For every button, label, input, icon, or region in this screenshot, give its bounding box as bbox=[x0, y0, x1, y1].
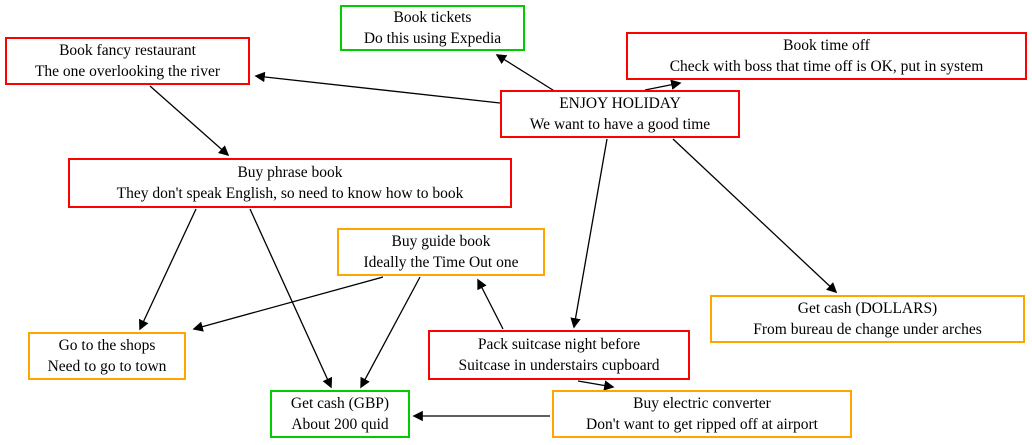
node-title: Book tickets bbox=[393, 9, 472, 26]
node-book-timeoff: Book time off Check with boss that time … bbox=[626, 32, 1027, 80]
node-book-tickets: Book tickets Do this using Expedia bbox=[340, 5, 525, 51]
node-subtitle: The one overlooking the river bbox=[34, 63, 221, 80]
edge-phrasebook-to-gbp bbox=[249, 208, 333, 389]
edge-phrasebook-to-shops bbox=[139, 208, 197, 331]
node-get-cash-dollars: Get cash (DOLLARS) From bureau de change… bbox=[710, 295, 1025, 343]
node-subtitle: Suitcase in understairs cupboard bbox=[458, 357, 660, 374]
edge-guidebook-to-gbp bbox=[360, 276, 421, 389]
node-pack-suitcase: Pack suitcase night before Suitcase in u… bbox=[428, 330, 690, 380]
node-buy-converter: Buy electric converter Don't want to get… bbox=[552, 390, 852, 438]
edge-enjoy-to-dollars bbox=[672, 138, 838, 294]
edge-enjoy-to-timeoff bbox=[644, 79, 682, 91]
node-subtitle: Ideally the Time Out one bbox=[363, 254, 519, 271]
node-title: Get cash (DOLLARS) bbox=[797, 300, 938, 317]
node-subtitle: Don't want to get ripped off at airport bbox=[586, 416, 818, 433]
node-enjoy-holiday: ENJOY HOLIDAY We want to have a good tim… bbox=[500, 90, 740, 138]
node-get-cash-gbp: Get cash (GBP) About 200 quid bbox=[270, 390, 410, 438]
edge-enjoy-to-suitcase bbox=[570, 138, 608, 329]
node-subtitle: We want to have a good time bbox=[529, 116, 711, 133]
edge-suitcase-to-converter bbox=[577, 380, 615, 391]
node-subtitle: Do this using Expedia bbox=[363, 30, 502, 47]
node-go-to-shops: Go to the shops Need to go to town bbox=[28, 332, 186, 380]
node-title: Get cash (GBP) bbox=[290, 395, 390, 412]
node-title: Buy electric converter bbox=[633, 395, 771, 412]
edge-enjoy-to-tickets bbox=[495, 54, 557, 93]
node-title: Book fancy restaurant bbox=[59, 42, 196, 59]
node-subtitle: From bureau de change under arches bbox=[753, 321, 982, 338]
edge-suitcase-to-guidebook bbox=[477, 278, 504, 330]
node-title: Book time off bbox=[783, 37, 870, 54]
node-title: Buy guide book bbox=[391, 233, 491, 250]
node-title: Buy phrase book bbox=[237, 164, 343, 181]
node-subtitle: They don't speak English, so need to kno… bbox=[116, 185, 464, 202]
node-subtitle: About 200 quid bbox=[291, 416, 389, 433]
node-buy-phrasebook: Buy phrase book They don't speak English… bbox=[68, 158, 512, 208]
node-buy-guidebook: Buy guide book Ideally the Time Out one bbox=[337, 228, 545, 276]
node-title: Go to the shops bbox=[58, 337, 156, 354]
node-title: Pack suitcase night before bbox=[477, 336, 641, 353]
node-subtitle: Need to go to town bbox=[47, 358, 167, 375]
node-title: ENJOY HOLIDAY bbox=[559, 95, 681, 112]
node-book-restaurant: Book fancy restaurant The one overlookin… bbox=[5, 37, 250, 85]
edge-enjoy-to-restaurant bbox=[254, 71, 501, 104]
edge-restaurant-to-phrasebook bbox=[149, 85, 230, 157]
node-subtitle: Check with boss that time off is OK, put… bbox=[669, 58, 984, 75]
edge-guidebook-to-shops bbox=[192, 276, 384, 332]
